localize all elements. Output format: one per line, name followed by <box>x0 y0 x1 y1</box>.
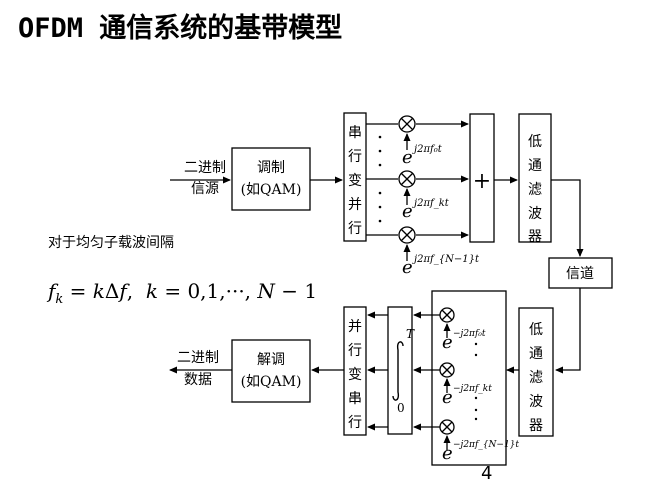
tx-multiplier-0 <box>398 115 416 133</box>
tx-input-label-2: 信源 <box>191 181 219 197</box>
tx-carrier-e-0: e <box>402 147 413 168</box>
integral-sign <box>392 341 404 401</box>
integral-lower-limit: 0 <box>397 401 405 415</box>
tx-lpf-char-3: 滤 <box>528 182 542 198</box>
tx-carrier-exp-n: j2πf_{N−1}t <box>412 254 480 265</box>
ps-char-3: 变 <box>348 367 362 383</box>
tx-lpf-char-1: 低 <box>528 134 542 150</box>
modulator-label-2: (如QAM) <box>241 182 302 198</box>
rx-multiplier-k <box>439 362 455 378</box>
rx-multiplier-n <box>439 419 455 435</box>
tx-lpf-char-5: 器 <box>528 229 542 245</box>
modulator-box <box>231 147 311 211</box>
rx-lpf-char-3: 滤 <box>529 370 543 386</box>
rx-lpf-box <box>518 307 554 437</box>
page-title: OFDM 通信系统的基带模型 <box>18 13 343 44</box>
rx-output-label-2: 数据 <box>184 372 212 388</box>
integral-upper-limit: T <box>406 327 415 341</box>
demodulator-box <box>231 339 311 403</box>
ps-converter-box <box>343 306 367 436</box>
sp-char-4: 并 <box>348 197 362 213</box>
spacing-note: 对于均匀子载波间隔 <box>48 235 174 251</box>
rx-output-label-1: 二进制 <box>177 350 219 366</box>
tx-carrier-exp-k: j2πf_kt <box>412 198 450 209</box>
tx-lpf-char-4: 波 <box>528 206 542 222</box>
rx-carrier-exp-0: −j2πf₀t <box>453 329 486 339</box>
sp-char-3: 变 <box>348 173 362 189</box>
rx-multiplier-0 <box>439 307 455 323</box>
rx-carrier-exp-k: −j2πf_kt <box>453 384 492 394</box>
sp-char-1: 串 <box>348 125 362 141</box>
ps-char-2: 行 <box>348 343 362 359</box>
sp-converter-box <box>343 112 367 242</box>
rx-lpf-char-1: 低 <box>529 322 543 338</box>
rx-lpf-char-5: 器 <box>529 418 543 434</box>
rx-carrier-e-0: e <box>442 332 453 353</box>
rx-carrier-e-k: e <box>442 387 453 408</box>
tx-multiplier-k <box>398 170 416 188</box>
summer-symbol: + <box>473 169 491 194</box>
rx-carrier-exp-n: −j2πf_{N−1}t <box>453 440 519 450</box>
demodulator-label-1: 解调 <box>257 352 285 368</box>
summer-box <box>469 113 495 243</box>
ps-char-4: 串 <box>348 391 362 407</box>
rx-carrier-e-n: e <box>442 443 453 464</box>
sp-char-2: 行 <box>348 149 362 165</box>
sp-char-5: 行 <box>348 221 362 237</box>
tx-input-label-1: 二进制 <box>184 160 226 176</box>
tx-lpf-char-2: 通 <box>528 158 542 174</box>
ps-char-1: 并 <box>348 319 362 335</box>
tx-carrier-e-k: e <box>402 201 413 222</box>
rx-correlator-bank-box <box>431 290 507 466</box>
tx-lpf-box <box>518 113 552 243</box>
tx-multiplier-n <box>398 226 416 244</box>
page-number: 4 <box>481 463 493 484</box>
demodulator-label-2: (如QAM) <box>241 374 302 390</box>
rx-lpf-char-2: 通 <box>529 346 543 362</box>
tx-carrier-e-n: e <box>402 257 413 278</box>
subcarrier-formula: fk = kΔf, k = 0,1,···, N − 1 <box>48 279 318 307</box>
channel-label: 信道 <box>566 266 594 282</box>
ps-char-5: 行 <box>348 415 362 431</box>
tx-carrier-exp-0: j2πf₀t <box>412 144 443 155</box>
modulator-label-1: 调制 <box>257 160 285 176</box>
rx-lpf-char-4: 波 <box>529 394 543 410</box>
